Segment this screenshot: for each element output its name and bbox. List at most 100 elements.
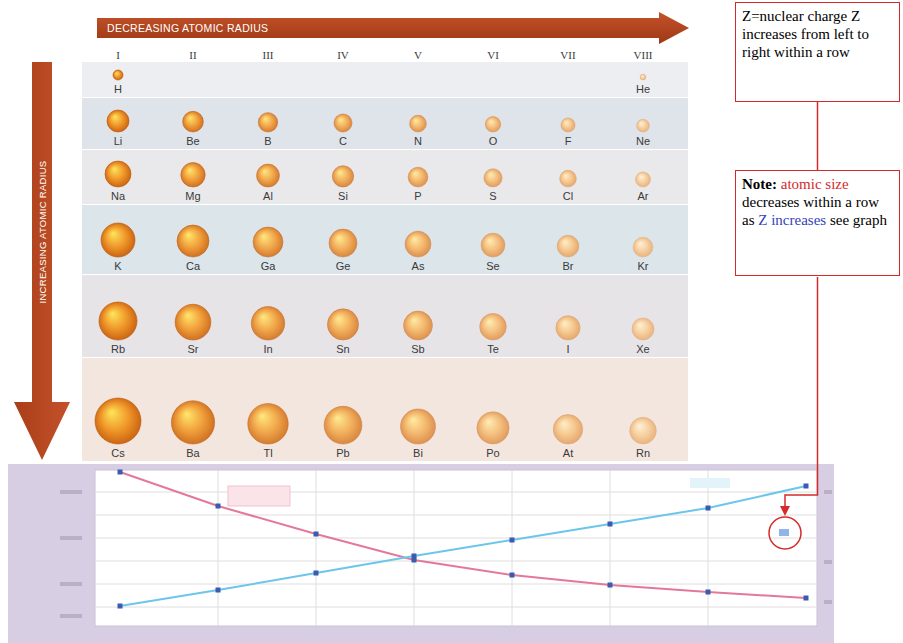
- element-symbol: S: [489, 190, 496, 202]
- period-band: [82, 275, 688, 357]
- element-symbol: Na: [111, 190, 125, 202]
- charge-line: [120, 486, 806, 606]
- radius-line: [120, 472, 806, 598]
- note-box: Z=nuclear charge Z increases from left t…: [735, 2, 900, 102]
- atom-sphere: [405, 231, 431, 257]
- atom-sphere: [630, 417, 657, 444]
- atom-sphere: [101, 223, 135, 257]
- atom-sphere: [329, 229, 357, 257]
- element-symbol: Mg: [185, 190, 200, 202]
- atom-sphere: [410, 115, 427, 132]
- element-symbol: Al: [263, 190, 273, 202]
- element-symbol: Bi: [413, 447, 423, 459]
- element-symbol: Ga: [261, 260, 276, 272]
- table-bands: [82, 62, 688, 461]
- art-part: [316, 470, 317, 626]
- group-numeral: IV: [337, 49, 349, 61]
- element-symbol: Br: [563, 260, 574, 272]
- atom-sphere: [251, 307, 284, 340]
- element-symbol: Cs: [111, 447, 124, 459]
- graph-frame: [8, 464, 834, 643]
- period-band: [82, 62, 688, 97]
- element-symbol: B: [264, 135, 271, 147]
- direction-arrow: DECREASING ATOMIC RADIUS: [97, 12, 689, 44]
- graph-key-box: [228, 486, 290, 506]
- atom-sphere: [480, 313, 507, 340]
- arrow-body: [14, 62, 70, 460]
- atom-sphere: [408, 167, 428, 187]
- atom-sphere: [113, 70, 123, 80]
- art-part: [60, 536, 82, 540]
- atom-sphere: [253, 227, 283, 257]
- art-part: [95, 515, 817, 516]
- atom-sphere: [481, 233, 505, 257]
- art-part: [60, 614, 82, 618]
- connector-line: [817, 102, 819, 170]
- arrow-label: INCREASING ATOMIC RADIUS: [37, 160, 48, 303]
- period-band: [82, 150, 688, 204]
- atom-sphere: [327, 309, 358, 340]
- atom-sphere: [171, 401, 214, 444]
- art-part: [95, 492, 817, 493]
- radius-graph: [8, 464, 834, 643]
- atom-sphere: [175, 304, 211, 340]
- art-part: [708, 470, 709, 626]
- element-symbol: Sr: [188, 343, 199, 355]
- atom-sphere: [485, 117, 500, 132]
- element-symbol: In: [263, 343, 272, 355]
- atom-sphere: [257, 164, 280, 187]
- element-symbol: Sn: [336, 343, 349, 355]
- plot-area: [95, 470, 817, 626]
- element-symbol: Tl: [263, 447, 272, 459]
- period-band: [82, 358, 688, 461]
- note-box: Note:atomic sizedecreases within a row a…: [735, 170, 900, 276]
- arrow-label: DECREASING ATOMIC RADIUS: [97, 12, 689, 44]
- element-symbol: Po: [486, 447, 499, 459]
- element-symbol: Rb: [111, 343, 125, 355]
- atom-sphere: [633, 237, 653, 257]
- note-text: see graph: [830, 212, 887, 228]
- group-numeral: VII: [560, 49, 575, 61]
- atom-sphere: [181, 163, 205, 187]
- atom-sphere: [105, 161, 131, 187]
- atom-sphere: [183, 111, 204, 132]
- element-symbol: Ba: [186, 447, 199, 459]
- atom-sphere: [248, 404, 288, 444]
- element-symbol: O: [489, 135, 498, 147]
- atom-sphere: [640, 74, 646, 80]
- atom-sphere: [404, 311, 433, 340]
- group-numeral: VI: [487, 49, 499, 61]
- element-symbol: C: [339, 135, 347, 147]
- atom-sphere: [401, 409, 436, 444]
- atom-sphere: [95, 398, 141, 444]
- element-symbol: I: [566, 343, 569, 355]
- art-part: [218, 470, 219, 626]
- element-symbol: Ar: [638, 190, 649, 202]
- element-symbol: Si: [338, 190, 348, 202]
- element-symbol: As: [412, 260, 425, 272]
- arrow-body: [97, 12, 689, 44]
- note-text: Z=nuclear charge Z increases from left t…: [742, 8, 869, 60]
- graph-key-box: [690, 478, 730, 488]
- leader-line: [785, 277, 818, 507]
- atom-sphere: [332, 166, 353, 187]
- group-numeral: I: [116, 49, 120, 61]
- art-part: [414, 470, 415, 626]
- element-symbol: Ca: [186, 260, 200, 272]
- art-part: [95, 584, 817, 585]
- axis-mark: [779, 529, 789, 536]
- atom-sphere: [632, 318, 654, 340]
- element-symbol: Ge: [336, 260, 351, 272]
- art-part: [60, 582, 82, 586]
- note-text: Note:: [742, 176, 777, 192]
- group-numeral: III: [263, 49, 274, 61]
- grid-lines: [95, 470, 817, 626]
- note-text: atomic size: [781, 176, 849, 192]
- element-symbol: K: [114, 260, 121, 272]
- art-part: [95, 561, 817, 562]
- element-symbol: Rn: [636, 447, 650, 459]
- element-symbol: N: [414, 135, 422, 147]
- period-band: [82, 205, 688, 274]
